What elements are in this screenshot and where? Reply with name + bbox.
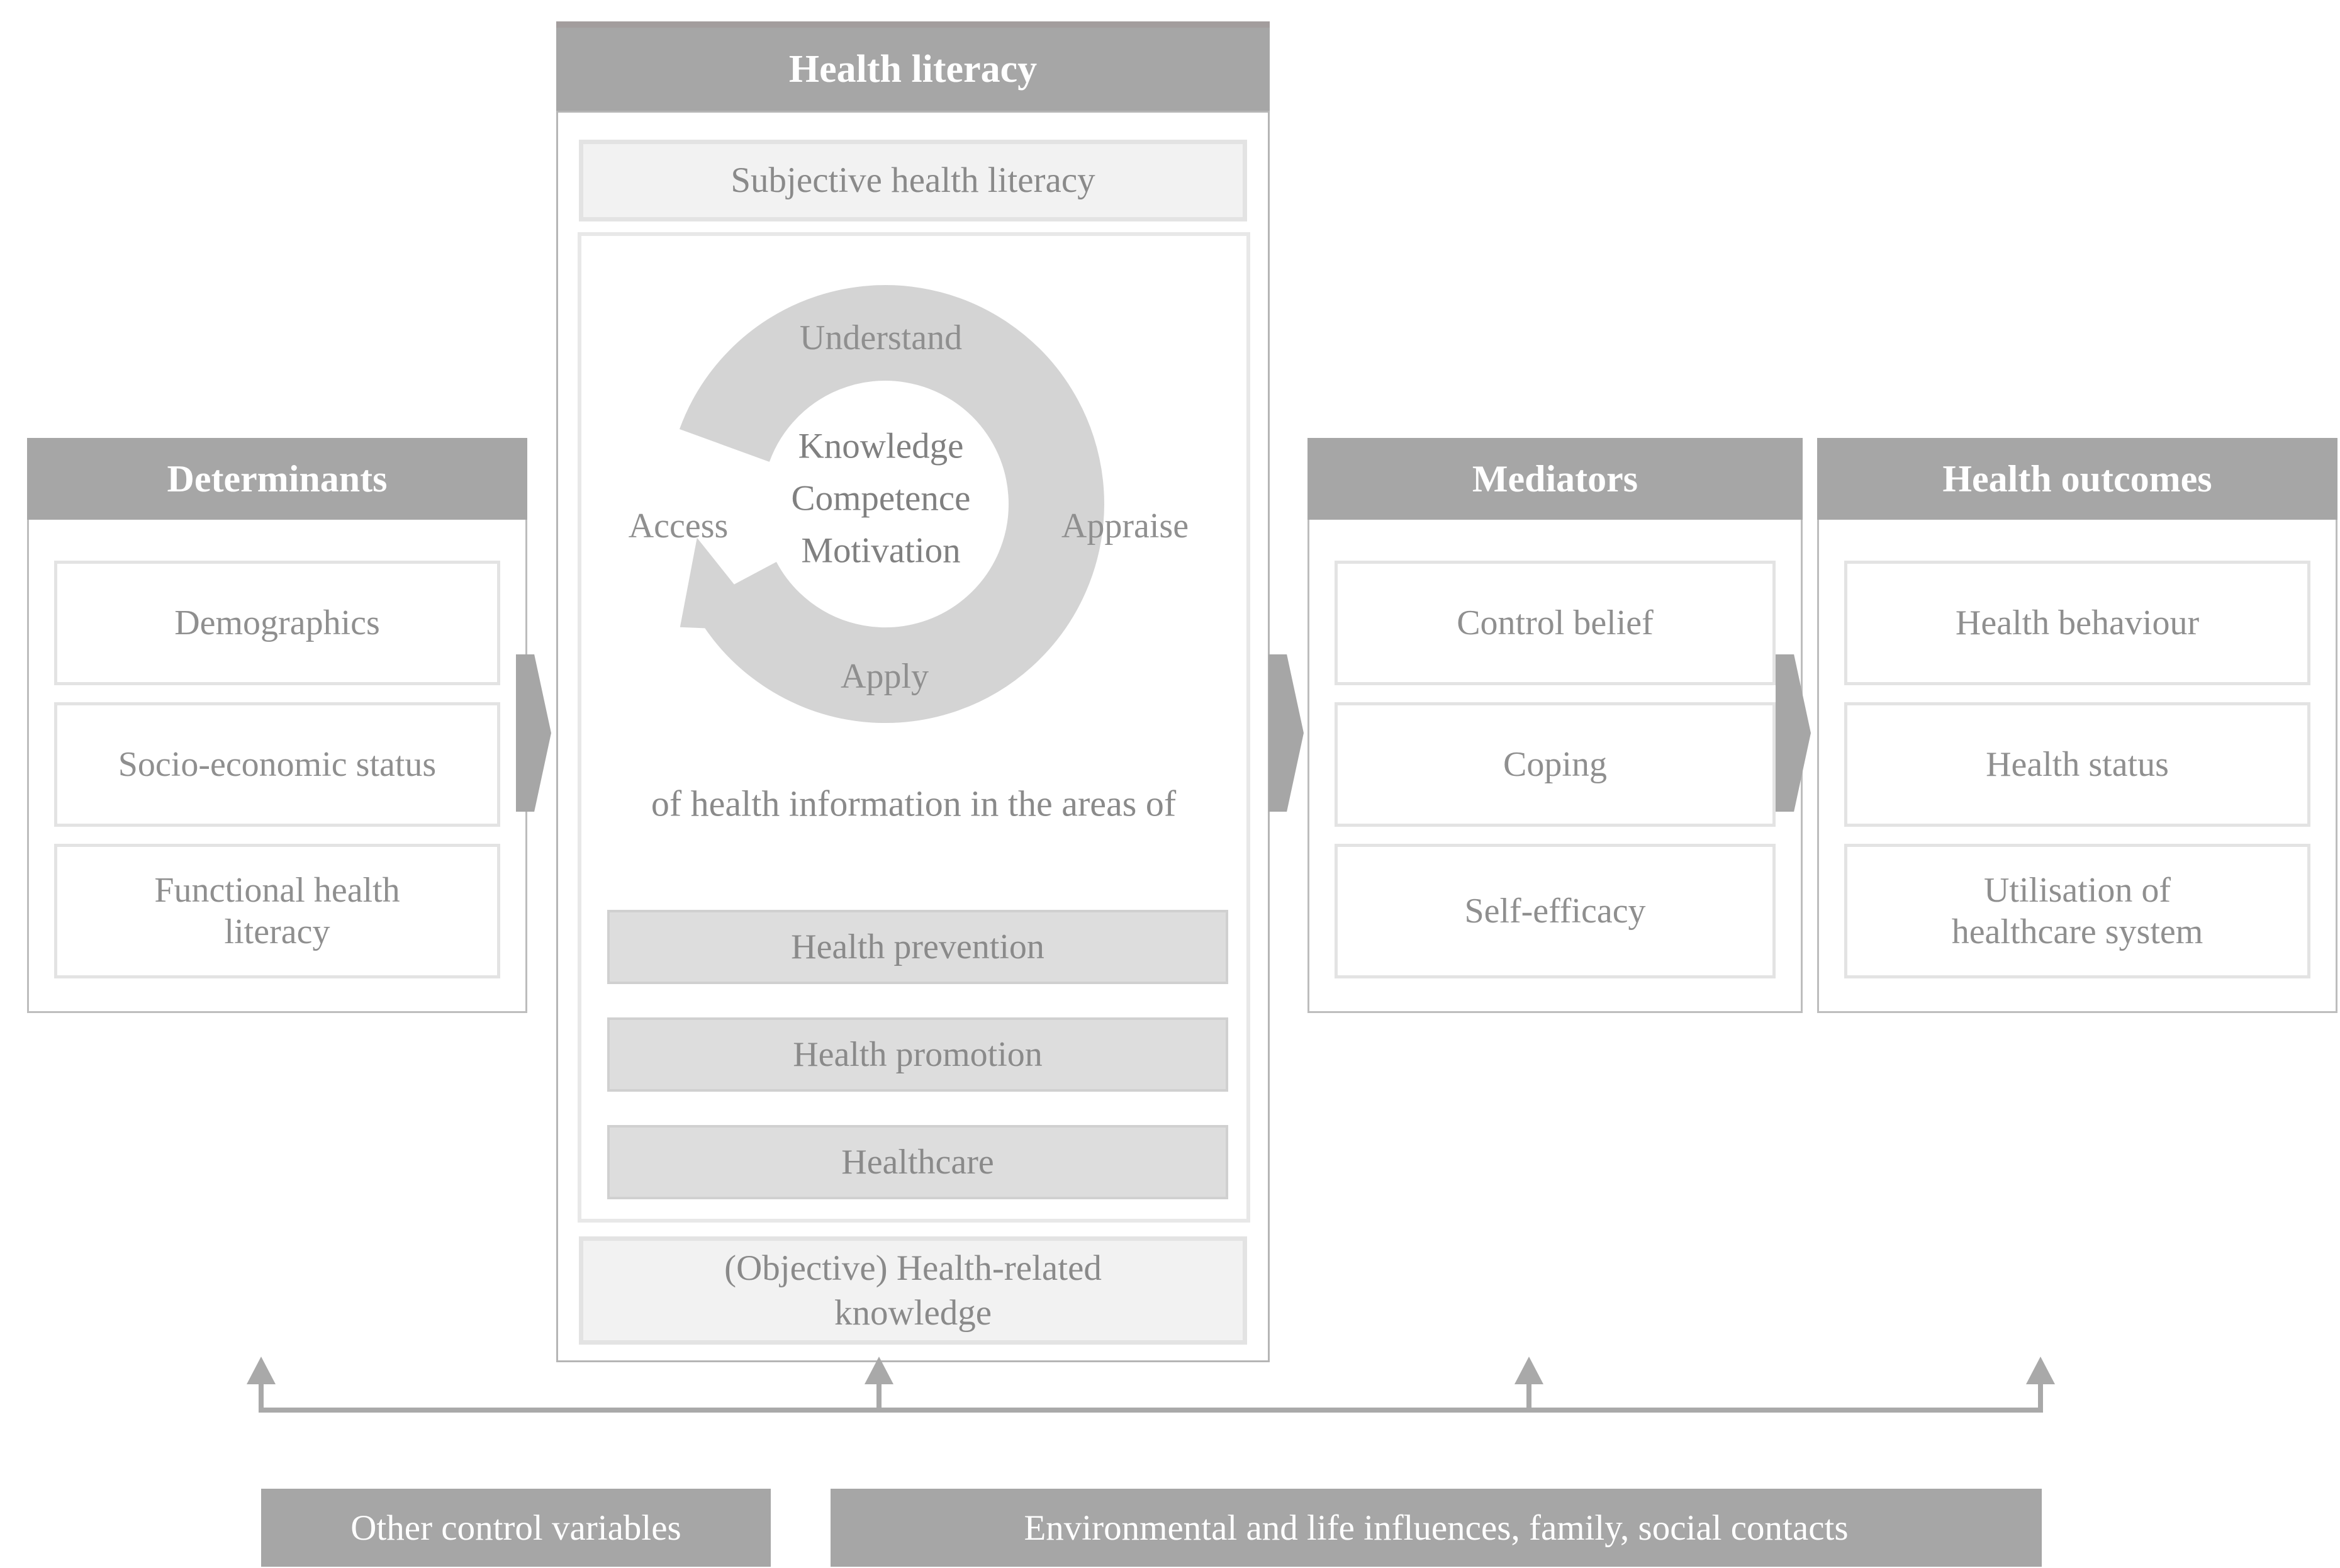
- up-arrow-head-determinants: [247, 1357, 276, 1384]
- other-control-variables-box: Other control variables: [261, 1489, 771, 1567]
- environmental-influences-box: Environmental and life influences, famil…: [831, 1489, 2042, 1567]
- mediators-title: Mediators: [1472, 457, 1638, 500]
- objective-knowledge-box: (Objective) Health-related knowledge: [579, 1236, 1247, 1345]
- up-arrow-head-health-outcomes: [2026, 1357, 2055, 1384]
- mediators-item-control-belief: Control belief: [1335, 561, 1776, 685]
- up-arrow-stem-determinants: [259, 1382, 264, 1410]
- health-outcomes-panel: Health outcomes Health behaviour Health …: [1817, 438, 2337, 1013]
- health-literacy-panel: Subjective health literacy Understand Ac…: [556, 111, 1270, 1362]
- arrow-determinants-to-health-literacy: [516, 654, 551, 812]
- health-outcomes-item-status: Health status: [1844, 702, 2310, 827]
- subjective-health-literacy-box: Subjective health literacy: [579, 140, 1247, 221]
- health-outcomes-item-behaviour: Health behaviour: [1844, 561, 2310, 685]
- area-health-promotion: Health promotion: [607, 1017, 1228, 1092]
- health-literacy-cycle-box: Understand Access Appraise Apply Knowled…: [578, 232, 1250, 1223]
- cycle-step-access: Access: [628, 507, 729, 546]
- determinants-panel: Determinants Demographics Socio-economic…: [27, 438, 527, 1013]
- cycle-center-motivation: Motivation: [801, 530, 961, 571]
- control-variables-connector-line: [259, 1408, 2043, 1413]
- up-arrow-stem-health-outcomes: [2038, 1382, 2043, 1410]
- determinants-item-demographics: Demographics: [54, 561, 500, 685]
- up-arrow-head-health-literacy: [865, 1357, 893, 1384]
- area-healthcare: Healthcare: [607, 1125, 1228, 1199]
- area-health-prevention: Health prevention: [607, 910, 1228, 984]
- health-outcomes-title: Health outcomes: [1942, 457, 2212, 500]
- health-literacy-header: Health literacy: [556, 21, 1270, 111]
- cycle-center-knowledge: Knowledge: [798, 426, 964, 466]
- up-arrow-head-mediators: [1514, 1357, 1543, 1384]
- up-arrow-stem-mediators: [1526, 1382, 1531, 1410]
- health-literacy-title: Health literacy: [788, 47, 1038, 91]
- mediators-panel: Mediators Control belief Coping Self-eff…: [1307, 438, 1803, 1013]
- mediators-item-self-efficacy: Self-efficacy: [1335, 844, 1776, 978]
- determinants-item-functional-literacy: Functional health literacy: [54, 844, 500, 978]
- cycle-step-apply: Apply: [841, 657, 929, 696]
- health-outcomes-header: Health outcomes: [1817, 438, 2337, 520]
- cycle-center-competence: Competence: [791, 478, 971, 518]
- determinants-title: Determinants: [167, 457, 388, 500]
- arrow-health-literacy-to-mediators: [1268, 654, 1304, 812]
- mediators-header: Mediators: [1307, 438, 1803, 520]
- cycle-step-understand: Understand: [799, 318, 963, 357]
- cycle-caption: of health information in the areas of: [651, 783, 1177, 824]
- arrow-mediators-to-health-outcomes: [1776, 654, 1811, 812]
- cycle-arrow-ring-icon: [680, 285, 1104, 723]
- up-arrow-stem-health-literacy: [876, 1382, 882, 1410]
- determinants-header: Determinants: [27, 438, 527, 520]
- mediators-item-coping: Coping: [1335, 702, 1776, 827]
- cycle-step-appraise: Appraise: [1061, 507, 1189, 546]
- health-outcomes-item-utilisation: Utilisation of healthcare system: [1844, 844, 2310, 978]
- determinants-item-socioeconomic: Socio-economic status: [54, 702, 500, 827]
